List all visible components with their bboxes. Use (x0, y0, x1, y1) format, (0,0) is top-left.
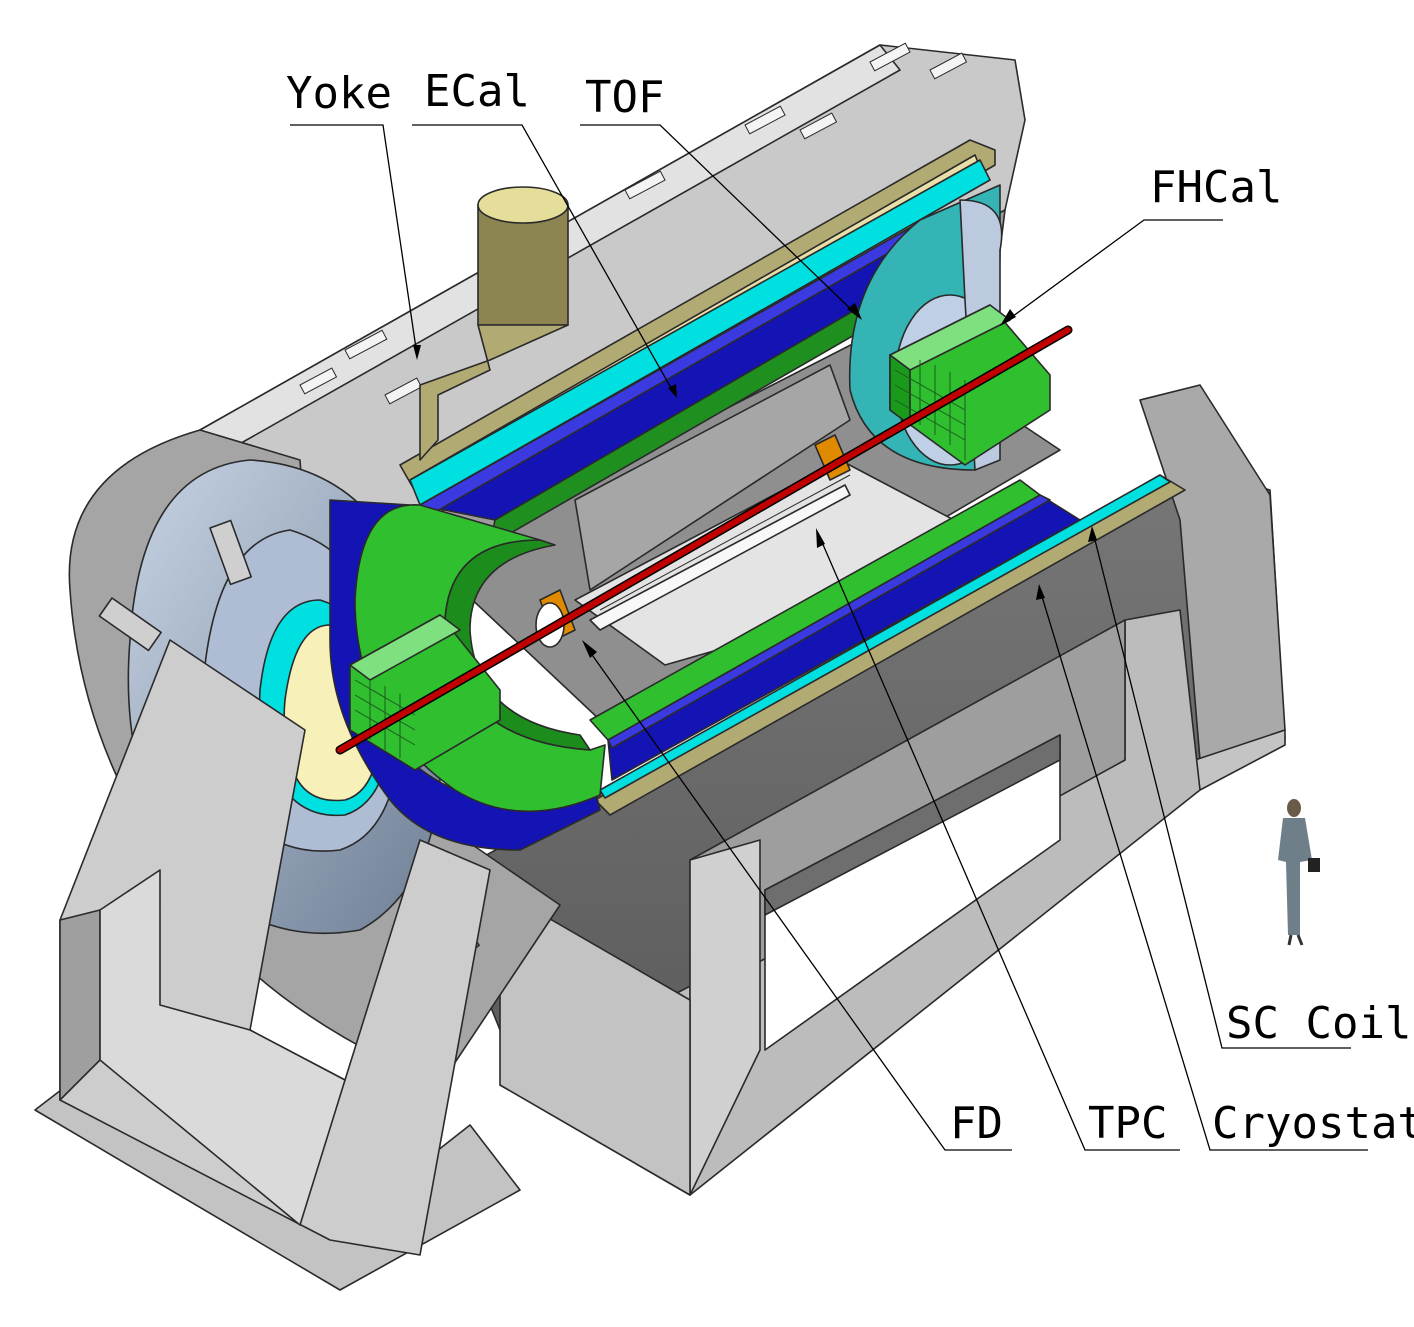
leader-lines (290, 124, 1368, 1151)
label-sc-coil: SC Coil (1226, 998, 1411, 1049)
yoke-right-stand (499, 609, 1201, 1196)
person-scale-figure (1278, 799, 1320, 946)
labels: Yoke ECal TOF FHCal SC Coil FD TPC Cryos… (286, 66, 1414, 1149)
label-cryostat: Cryostat (1212, 1098, 1414, 1149)
fhcal-left (349, 614, 501, 771)
cryostat-lower (594, 474, 1186, 816)
cryo-chimney (419, 186, 569, 461)
label-ecal: ECal (424, 66, 530, 117)
beam-pipe (335, 325, 1073, 755)
label-tof: TOF (585, 72, 664, 123)
label-yoke: Yoke (286, 68, 392, 119)
label-fhcal: FHCal (1150, 162, 1282, 213)
label-fd: FD (950, 1098, 1003, 1149)
yoke-left-stand (34, 639, 521, 1291)
label-tpc: TPC (1088, 1098, 1167, 1149)
sc-coil-upper (409, 159, 991, 506)
ecal-lower (589, 479, 1041, 741)
